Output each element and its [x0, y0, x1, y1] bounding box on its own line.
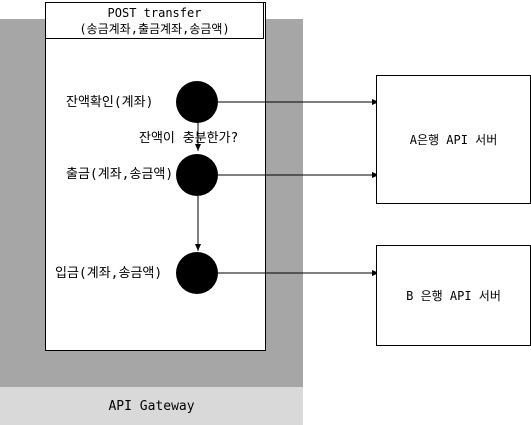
- node-deposit: [176, 252, 218, 294]
- condition-label: 잔액이 충분한가?: [139, 131, 239, 146]
- transfer-endpoint-title: POST transfer: [107, 6, 202, 20]
- node-balance-check: [176, 81, 218, 123]
- step-label-withdraw: 출금(계좌,송금액): [66, 167, 174, 182]
- bank-a-server-label: A은행 API 서버: [409, 133, 498, 147]
- bank-b-server-label: B 은행 API 서버: [406, 289, 501, 303]
- step-label-deposit: 입금(계좌,송금액): [55, 266, 163, 281]
- api-gateway-label-bar: API Gateway: [0, 387, 303, 425]
- api-gateway-label: API Gateway: [108, 398, 195, 414]
- node-withdraw: [176, 154, 218, 196]
- bank-b-server-box: B 은행 API 서버: [376, 245, 531, 346]
- transfer-endpoint-box: [45, 2, 266, 351]
- transfer-endpoint-params: (송금계좌,출금계좌,송금액): [79, 22, 230, 36]
- bank-a-server-box: A은행 API 서버: [376, 75, 531, 204]
- transfer-endpoint-header: POST transfer (송금계좌,출금계좌,송금액): [45, 2, 264, 39]
- step-label-balance-check: 잔액확인(계좌): [66, 95, 154, 110]
